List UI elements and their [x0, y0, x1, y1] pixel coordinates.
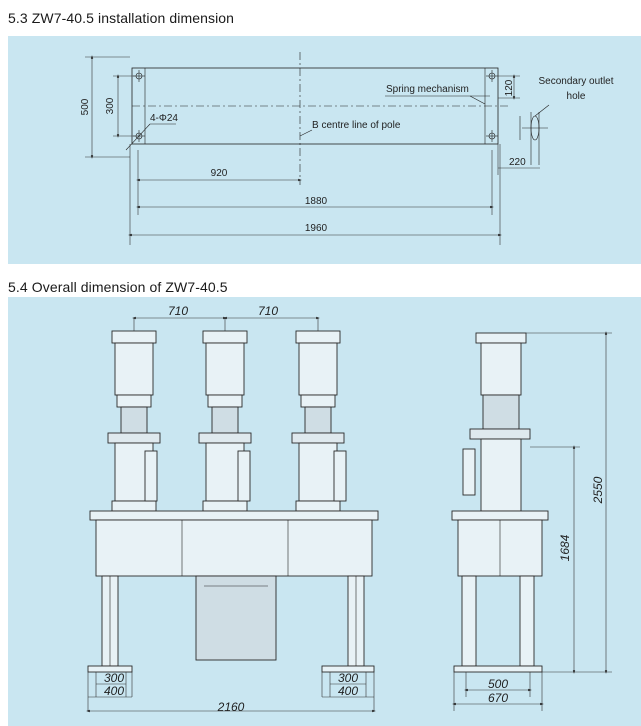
- section-heading-installation: 5.3 ZW7-40.5 installation dimension: [8, 10, 235, 26]
- dim-920-install: 920: [211, 168, 228, 179]
- dim-120-install: 120: [504, 79, 515, 96]
- dim-1960-install: 1960: [305, 223, 328, 234]
- secondary-outlet-label: Secondary outlet: [538, 76, 613, 87]
- holes-label: 4-Φ24: [150, 113, 178, 124]
- secondary-outlet-hole: [519, 104, 550, 165]
- dim-1684: 1684: [558, 534, 572, 561]
- front-view: 710 710 300 400 300 400 2160: [86, 304, 379, 714]
- dim-400-right: 400: [338, 684, 358, 698]
- installation-diagram-panel: [8, 36, 641, 264]
- side-view: 2550 1684 500 670: [451, 331, 612, 711]
- dim-710-right: 710: [258, 304, 278, 318]
- secondary-outlet-label-2: hole: [567, 91, 586, 102]
- pole-2: [198, 330, 252, 512]
- centre-line-label: B centre line of pole: [312, 120, 401, 131]
- dim-300-right: 300: [338, 671, 358, 685]
- control-box: [195, 575, 277, 661]
- dim-2550: 2550: [591, 476, 605, 504]
- pole-3: [291, 330, 347, 512]
- dim-670-side: 670: [488, 691, 508, 705]
- front-cabinet: [95, 519, 373, 577]
- dim-2160: 2160: [217, 700, 245, 714]
- dim-1880-install: 1880: [305, 196, 328, 207]
- dim-300-left: 300: [104, 671, 124, 685]
- dim-220-install: 220: [509, 157, 526, 168]
- spring-mechanism-label: Spring mechanism: [386, 84, 469, 95]
- dim-300-install: 300: [105, 97, 116, 114]
- dim-500-side: 500: [488, 677, 508, 691]
- dim-400-left: 400: [104, 684, 124, 698]
- pole-1: [107, 330, 161, 512]
- dim-500-install: 500: [80, 98, 91, 115]
- dim-710-left: 710: [168, 304, 188, 318]
- section-heading-overall: 5.4 Overall dimension of ZW7-40.5: [8, 279, 228, 295]
